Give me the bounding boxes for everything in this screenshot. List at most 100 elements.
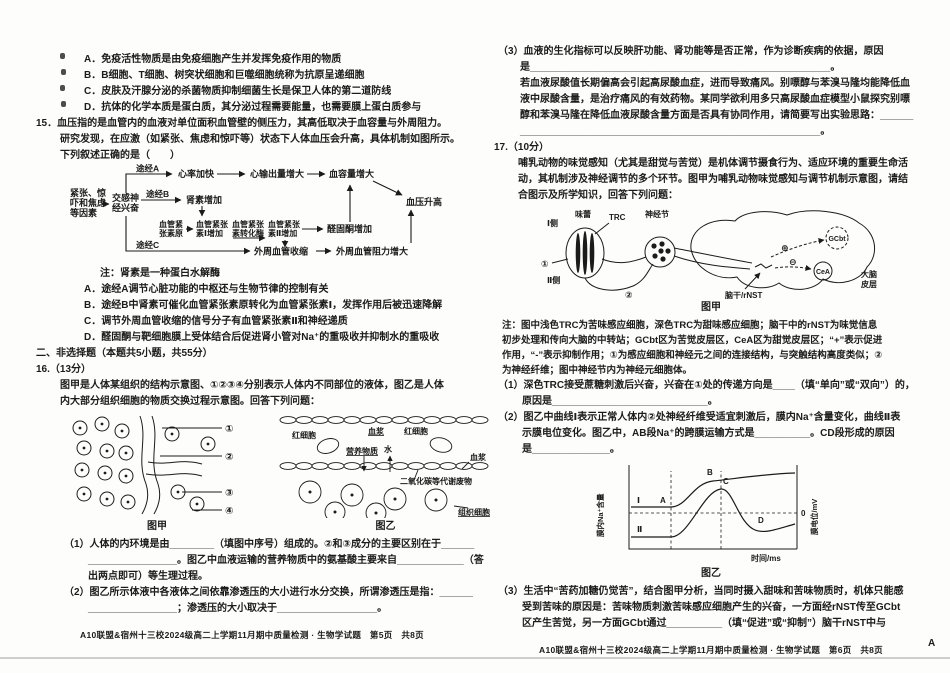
- flow-ang1: 血管紧张: [196, 219, 229, 229]
- flowchart-labels: 紧张、惊 吓和焦虑 等因素 交感神 经兴奋 途经A 途经B 途经C 心率加快 心…: [69, 164, 442, 257]
- q15-flowchart-figure: 紧张、惊 吓和焦虑 等因素 交感神 经兴奋 途经A 途经B 途经C 心率加快 心…: [69, 164, 442, 257]
- q16-part2-line: （2）图乙所示体液中各液体之间依靠渗透压的大小进行水分交换，所谓渗透压是指：__…: [64, 587, 473, 598]
- q17-part2-line: 是______________。: [522, 444, 620, 455]
- corner-mark: A: [928, 638, 936, 649]
- q16-fig-jia-caption: 图甲: [147, 521, 167, 532]
- q14-option-c: C．皮肤及汗腺分泌的杀菌物质抑制细菌生长是保卫人体的第二道防线: [84, 86, 392, 97]
- scan-bottom-edge: [0, 657, 950, 659]
- q16-intro-line: 内大部分组织细胞的物质交换过程示意图。回答下列问题：: [60, 396, 320, 407]
- curve-membrane-potential: [631, 488, 796, 538]
- graph-gridlines: [629, 471, 797, 549]
- flow-path-a: 途经A: [136, 164, 159, 174]
- flow-stimulus: 等因素: [69, 207, 97, 218]
- point-a-label: A: [660, 496, 666, 505]
- flow-sympathetic: 交感神: [112, 192, 139, 203]
- page-5: A．免疫活性物质是由免疫细胞产生并发挥免疫作用的物质 B．B细胞、T细胞、树突状…: [36, 38, 490, 643]
- y-axis-right-label: 膜电位/mV: [809, 499, 819, 535]
- q16-part1-line: 出两点即可）等生理过程。: [88, 571, 208, 582]
- q17-fig-jia: Ⅰ侧 味蕾 TRC 神经节 ① Ⅱ侧 ② 脑干/rNST GCbt CeA 大脑…: [494, 207, 928, 316]
- curve1-label: Ⅰ: [637, 496, 640, 505]
- label-3: ③: [225, 488, 233, 499]
- q17-part3-line: 区产生苦觉，另一方面GCbt通过__________（填“促进”或“抑制”）脑干…: [522, 618, 886, 629]
- flow-ang2: 素Ⅱ增加: [268, 228, 297, 238]
- gcbt-label: GCbt: [828, 236, 846, 243]
- red-blood-cell: [429, 437, 453, 453]
- q16-number: 16.（13分）: [36, 364, 92, 375]
- page-6: （3）血液的生化指标可以反映肝功能、肾功能等是否正常，作为诊断疾病的依据，原因 …: [494, 38, 928, 658]
- q15-stem-line: 下列叙述正确的是（ ）: [60, 150, 180, 161]
- q17-note: 注：图中浅色TRC为苦味感应细胞，深色TRC为甜味感应细胞；脑干中的rNST为味…: [494, 318, 928, 378]
- q15-option-a: A．途经A调节心脏功能的中枢还与生物节律的控制有关: [84, 284, 329, 295]
- q17-fig-jia-caption: 图甲: [701, 302, 721, 313]
- q15-note: 注：肾素是一种蛋白水解酶: [100, 268, 220, 279]
- flow-heart-rate: 心率加快: [178, 168, 215, 179]
- plasma-top-label: 血浆: [368, 426, 385, 436]
- tissue-cell-label: 组织细胞: [458, 507, 490, 517]
- zero-label: 0: [801, 509, 806, 518]
- q16-part1-line: ________________。图乙中血液运输的营养物质中的氨基酸主要来自__…: [88, 555, 484, 566]
- point-c-label: C: [723, 477, 729, 486]
- graph-axis-labels: 膜内Na⁺含量 膜电位/mV 时间/ms: [595, 493, 819, 563]
- y-axis-left-label: 膜内Na⁺含量: [595, 493, 605, 537]
- label-1: ①: [225, 424, 233, 435]
- flow-renin: 肾素增加: [186, 194, 222, 205]
- q17-graph-figure: Ⅰ A B Ⅱ C D 0 膜内Na⁺含量 膜电位/mV 时间/ms: [595, 465, 819, 563]
- q16-part3-line: 液中尿酸含量，是治疗痛风的有效药物。某同学欲利用多只高尿酸血症模型小鼠探究别嘌: [520, 94, 910, 105]
- nutrients-label: 营养物质: [346, 446, 378, 456]
- q16-part3-line: （3）血液的生化指标可以反映肝功能、肾功能等是否正常，作为诊断疾病的依据，原因: [498, 46, 884, 57]
- cea-label: CeA: [815, 269, 829, 276]
- flow-vasoconstrict: 外周血管收缩: [253, 246, 308, 257]
- circle1-label: ①: [541, 259, 549, 269]
- point-d-label: D: [758, 516, 764, 525]
- side2-label: Ⅱ侧: [547, 275, 560, 285]
- exchange-labels: 红细胞 血浆 红细胞 营养物质 水 血浆 二氧化碳等代谢废物 组织细胞: [292, 426, 490, 517]
- x-axis-label: 时间/ms: [751, 553, 781, 563]
- q15-option-b: B．途经B中肾素可催化血管紧张素原转化为血管紧张素Ⅰ，发挥作用后被迅速降解: [84, 300, 443, 311]
- trc-label: TRC: [609, 213, 626, 222]
- waste-label: 二氧化碳等代谢废物: [400, 476, 472, 486]
- point-b-label: B: [707, 468, 713, 477]
- scan-artifact: [60, 85, 65, 91]
- q15-stem-line: 研究发现，在应激（如紧张、焦虑和惊吓等）状态下人体血压会升高，具体机制如图所示。: [60, 134, 460, 145]
- q16-part3-line: 是_______________________________________…: [520, 62, 841, 73]
- flow-angiotensinogen: 张素原: [159, 228, 183, 238]
- graph-axes: [628, 465, 798, 550]
- curve-na-content: [631, 472, 796, 508]
- q17-number: 17.（10分）: [494, 142, 550, 153]
- label-2: ②: [225, 452, 233, 463]
- cortex-label: 大脑: [861, 269, 877, 279]
- tissue-cell-nuclei: [308, 490, 438, 515]
- q16-tissue-structure-figure: ① ② ③ ④: [72, 415, 233, 517]
- flow-cardiac-output: 心输出量增大: [250, 168, 304, 179]
- q15-option-c: C．调节外周血管收缩的信号分子有血管紧张素Ⅱ和神经递质: [84, 316, 348, 327]
- gcbt-region: [825, 226, 848, 250]
- water-label: 水: [383, 444, 393, 454]
- rbc-left-label: 红细胞: [292, 430, 316, 440]
- plus-sign: ⊕: [781, 243, 789, 253]
- q17-part2-line: （2）图乙中曲线Ⅰ表示正常人体内②处神经纤维受适宜刺激后，膜内Na⁺含量变化，曲…: [498, 412, 901, 423]
- q16-fig-jia: ① ② ③ ④ 图甲: [62, 414, 252, 535]
- q17-fig-yi: Ⅰ A B Ⅱ C D 0 膜内Na⁺含量 膜电位/mV 时间/ms 图乙: [494, 461, 928, 582]
- q17-part3-line: （3）生活中“苦药加糖仍觉苦”，结合图甲分析，当同时摄入甜味和苦味物质时，机体只…: [498, 586, 904, 597]
- flowchart-arrows: [102, 170, 415, 255]
- flow-stimulus: 吓和焦虑: [70, 197, 106, 208]
- q14-option-b: B．B细胞、T细胞、树突状细胞和巨噬细胞统称为抗原呈递细胞: [84, 70, 365, 81]
- q14-option-d: D．抗体的化学本质是蛋白质，其分泌过程需要能量，也需要膜上蛋白质参与: [84, 102, 422, 113]
- cortex-label: 皮层: [860, 279, 877, 289]
- cea-region: [813, 261, 832, 281]
- figure-number-labels: ① ② ③ ④: [225, 424, 233, 517]
- capillary-walls: [279, 416, 489, 518]
- q17-note-line: 为神经纤维；图中神经节内为神经元细胞体。: [502, 365, 693, 376]
- taste-bud-label: 味蕾: [575, 209, 591, 219]
- exchange-arrows: [361, 455, 470, 509]
- flow-resistance: 外周血管阻力增大: [335, 246, 408, 257]
- flow-ang1: 素Ⅰ增加: [196, 228, 223, 238]
- q16-fig-yi: 红细胞 血浆 红细胞 营养物质 水 血浆 二氧化碳等代谢废物 组织细胞 图乙: [278, 414, 493, 535]
- q17-taste-figure: Ⅰ侧 味蕾 TRC 神经节 ① Ⅱ侧 ② 脑干/rNST GCbt CeA 大脑…: [541, 209, 877, 299]
- flow-angiotensinogen: 血管紧: [159, 219, 183, 229]
- flow-path-c: 途经C: [136, 240, 159, 250]
- q16-part1-line: （1）人体的内环境是由________（填图中序号）组成的。②和③成分的主要区别…: [64, 539, 475, 550]
- minus-sign: ⊖: [789, 257, 797, 267]
- q17-part1-line: （1）深色TRC接受蔗糖刺激后兴奋，兴奋在①处的传递方向是____（填“单向”或…: [498, 380, 915, 391]
